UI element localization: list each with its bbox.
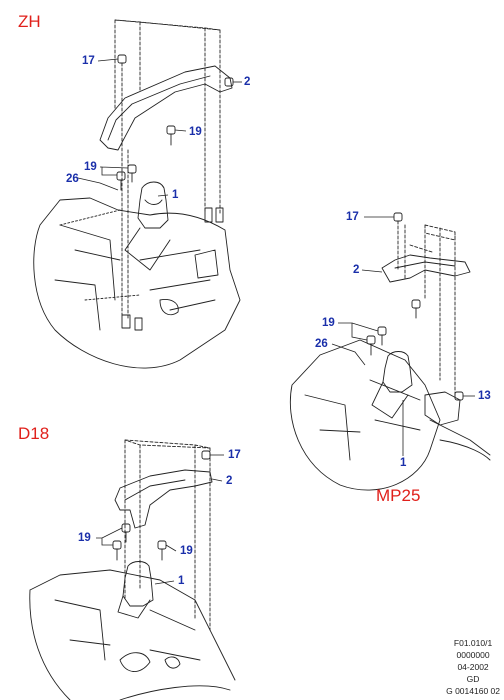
leader-lines — [77, 58, 475, 585]
d18-assembly — [29, 439, 236, 700]
reference-line: 0000000 — [456, 650, 490, 660]
mp25-engine-mount — [382, 351, 413, 393]
mp25-assembly — [289, 212, 491, 491]
variant-label-zh: ZH — [18, 12, 41, 31]
d18-callout-2: 2 — [226, 475, 233, 487]
mp25-gearbox — [289, 339, 441, 491]
zh-engine-mount — [137, 181, 169, 229]
d18-callout-1: 1 — [178, 575, 185, 587]
d18-engine-mount — [122, 561, 154, 607]
zh-callout-17: 17 — [82, 55, 95, 67]
reference-line: F01.010/1 — [453, 638, 493, 648]
mp25-callout-13: 13 — [478, 390, 491, 402]
d18-gearbox — [29, 569, 236, 700]
reference-line: G 0014160 02 — [446, 686, 500, 696]
zh-assembly — [33, 19, 241, 369]
mp25-callout-17: 17 — [346, 211, 359, 223]
zh-callout-1: 1 — [172, 189, 179, 201]
reference-line: GD — [466, 674, 480, 684]
d18-callout-19-right: 19 — [180, 545, 193, 557]
zh-bracket — [99, 65, 233, 151]
zh-callout-2: 2 — [244, 76, 251, 88]
d18-callout-17: 17 — [228, 449, 241, 461]
zh-gearbox — [33, 197, 241, 369]
mp25-callout-26: 26 — [315, 338, 328, 350]
mp25-bracket — [381, 254, 471, 283]
d18-bracket — [114, 469, 213, 529]
reference-line: 04-2002 — [457, 662, 489, 672]
zh-callout-19-upper: 19 — [189, 126, 202, 138]
mp25-callout-19: 19 — [322, 317, 335, 329]
mp25-callout-2: 2 — [353, 264, 360, 276]
drawing-reference-block: F01.010/1 0000000 04-2002 GD G 0014160 0… — [446, 637, 500, 697]
d18-callout-19-left: 19 — [78, 532, 91, 544]
mp25-callout-1: 1 — [400, 457, 407, 469]
variant-label-d18: D18 — [18, 424, 50, 443]
variant-label-mp25: MP25 — [376, 486, 421, 505]
zh-callout-26: 26 — [66, 173, 79, 185]
zh-callout-19-lower: 19 — [84, 161, 97, 173]
